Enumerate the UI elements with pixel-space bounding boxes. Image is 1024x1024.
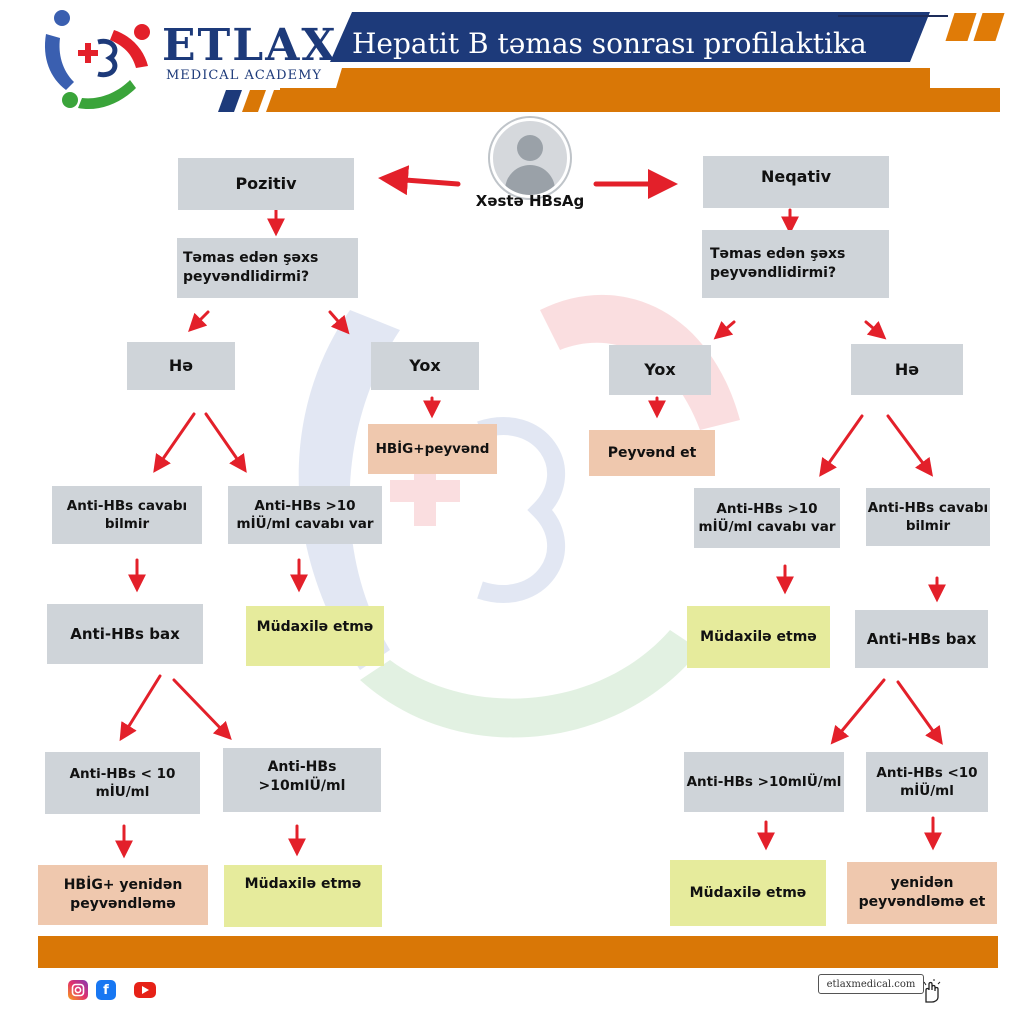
no-intervention-right-1: Müdaxilə etmə bbox=[687, 606, 830, 668]
vaccinated-question-right: Təmas edən şəxs peyvəndlidirmi? bbox=[702, 230, 889, 298]
revaccinate-box: yenidən peyvəndləmə et bbox=[847, 862, 997, 924]
user-avatar-icon bbox=[490, 118, 570, 198]
anti-hbs-unknown-right: Anti-HBs cavabı bilmir bbox=[866, 488, 990, 546]
anti-hbs-unknown-left: Anti-HBs cavabı bilmir bbox=[52, 486, 202, 544]
no-box-left: Yox bbox=[371, 342, 479, 390]
brand: ETLAX MEDICAL ACADEMY bbox=[162, 20, 338, 84]
check-anti-hbs-left: Anti-HBs bax bbox=[47, 604, 203, 664]
anti-hbs-high-left: Anti-HBs >10mIÜ/ml bbox=[223, 748, 381, 812]
arrow bbox=[119, 674, 162, 742]
header-rule bbox=[838, 15, 948, 17]
arrow bbox=[886, 414, 933, 477]
yes-box-left: Hə bbox=[127, 342, 235, 390]
brand-name: ETLAX bbox=[162, 20, 338, 71]
vaccinated-question-left: Təmas edən şəxs peyvəndlidirmi? bbox=[177, 238, 358, 298]
pointer-hand-icon bbox=[923, 979, 941, 1003]
yes-box-right: Hə bbox=[851, 344, 963, 395]
arrow bbox=[204, 412, 247, 473]
arrow bbox=[328, 310, 350, 335]
negative-box: Neqativ bbox=[703, 156, 889, 208]
hbig-vaccine-box: HBİG+peyvənd bbox=[368, 424, 497, 474]
anti-hbs-known-right: Anti-HBs >10 mİÜ/ml cavabı var bbox=[694, 488, 840, 548]
title-banner bbox=[330, 12, 930, 88]
arrow bbox=[864, 320, 887, 340]
arrow bbox=[153, 412, 196, 473]
hbig-revaccinate-box: HBİG+ yenidən peyvəndləmə bbox=[38, 865, 208, 925]
header-underline bbox=[280, 88, 1000, 112]
center-label: Xəstə HBsAg bbox=[475, 192, 585, 210]
anti-hbs-low-right: Anti-HBs <10 mİÜ/ml bbox=[866, 752, 988, 812]
facebook-icon[interactable]: f bbox=[96, 980, 116, 1000]
arrow bbox=[713, 320, 736, 340]
arrow bbox=[188, 310, 210, 332]
arrow bbox=[830, 678, 886, 745]
anti-hbs-low-left: Anti-HBs < 10 mİU/ml bbox=[45, 752, 200, 814]
anti-hbs-known-left: Anti-HBs >10 mİÜ/ml cavabı var bbox=[228, 486, 382, 544]
no-intervention-left-2: Müdaxilə etmə bbox=[224, 865, 382, 927]
website-link[interactable]: etlaxmedical.com bbox=[818, 974, 924, 994]
brand-subtitle: MEDICAL ACADEMY bbox=[166, 68, 322, 83]
instagram-icon[interactable] bbox=[68, 980, 88, 1000]
check-anti-hbs-right: Anti-HBs bax bbox=[855, 610, 988, 668]
no-box-right: Yox bbox=[609, 345, 711, 395]
positive-box: Pozitiv bbox=[178, 158, 354, 210]
vaccinate-box: Peyvənd et bbox=[589, 430, 715, 476]
etlax-logo-icon bbox=[44, 10, 150, 110]
footer-bar bbox=[38, 936, 998, 968]
no-intervention-right-2: Müdaxilə etmə bbox=[670, 860, 826, 926]
arrow bbox=[172, 678, 232, 741]
page-title: Hepatit B təmas sonrası profilaktika bbox=[352, 27, 867, 60]
no-intervention-left-1: Müdaxilə etmə bbox=[246, 606, 384, 666]
arrow bbox=[896, 680, 943, 745]
arrow bbox=[378, 165, 461, 196]
anti-hbs-high-right: Anti-HBs >10mIÜ/ml bbox=[684, 752, 844, 812]
youtube-icon[interactable] bbox=[134, 982, 156, 998]
arrow bbox=[819, 414, 864, 477]
